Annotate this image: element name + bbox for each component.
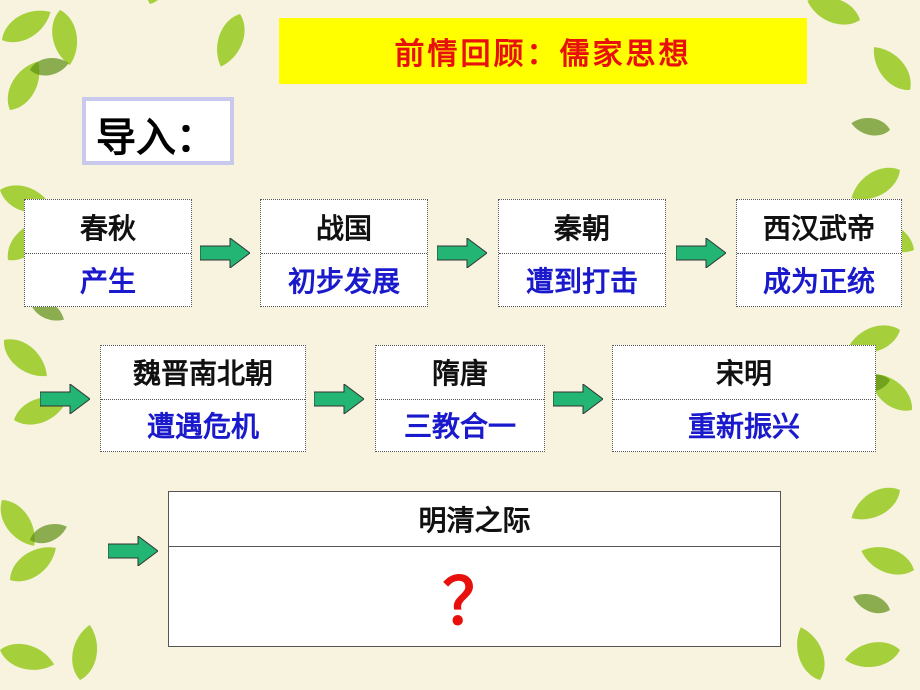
intro-box: 导入： — [82, 97, 234, 165]
stage-era: 魏晋南北朝 — [101, 346, 305, 400]
stage-era: 宋明 — [613, 346, 875, 400]
stage-box-zhanguo: 战国 初步发展 — [260, 199, 428, 307]
right-arrow-icon — [437, 238, 487, 268]
right-arrow-icon — [108, 536, 158, 566]
right-arrow-icon — [200, 238, 250, 268]
stage-box-xihan-wudi: 西汉武帝 成为正统 — [736, 199, 902, 307]
right-arrow-icon — [553, 384, 603, 414]
page-title: 前情回顾：儒家思想 — [394, 37, 692, 72]
stage-status: 遭遇危机 — [146, 409, 259, 443]
stage-era: 西汉武帝 — [737, 200, 901, 254]
intro-label: 导入： — [96, 115, 216, 161]
right-arrow-icon — [40, 384, 90, 414]
stage-era: 春秋 — [25, 200, 191, 254]
right-arrow-icon — [676, 238, 726, 268]
stage-era: 秦朝 — [499, 200, 665, 254]
stage-box-suitang: 隋唐 三教合一 — [375, 345, 545, 452]
title-banner: 前情回顾：儒家思想 — [279, 18, 807, 84]
stage-status: 成为正统 — [762, 264, 875, 298]
stage-box-songming: 宋明 重新振兴 — [612, 345, 876, 452]
stage-era: 明清之际 — [169, 492, 780, 547]
stage-box-mingqing: 明清之际 ？ — [168, 491, 781, 647]
stage-status: 产生 — [79, 264, 136, 298]
stage-box-chunqiu: 春秋 产生 — [24, 199, 192, 307]
stage-era: 战国 — [261, 200, 427, 254]
stage-status: 重新振兴 — [687, 409, 800, 443]
stage-box-weijin: 魏晋南北朝 遭遇危机 — [100, 345, 306, 452]
stage-box-qin: 秦朝 遭到打击 — [498, 199, 666, 307]
stage-status: 初步发展 — [287, 264, 400, 298]
stage-status: 遭到打击 — [525, 264, 638, 298]
stage-era: 隋唐 — [376, 346, 544, 400]
question-mark: ？ — [442, 566, 507, 640]
stage-status: 三教合一 — [403, 409, 516, 443]
right-arrow-icon — [314, 384, 364, 414]
